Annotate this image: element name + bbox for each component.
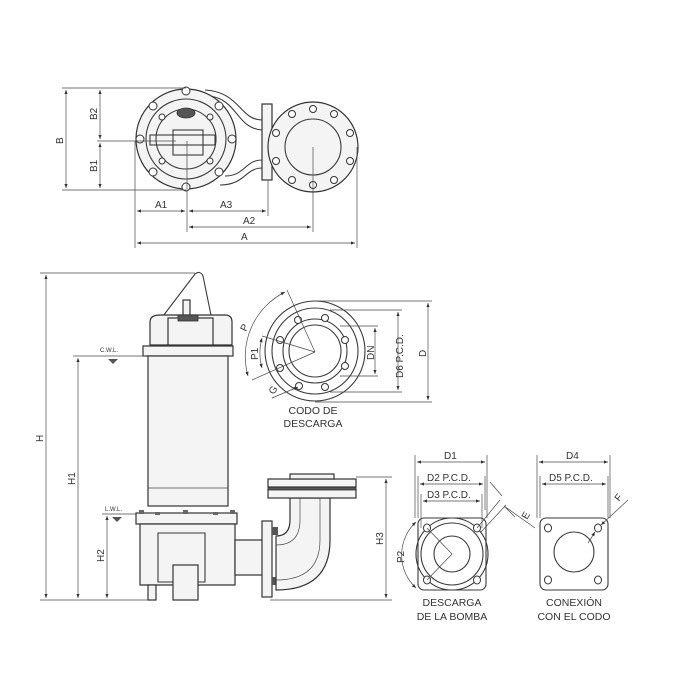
water-level-icon	[108, 359, 118, 364]
dim-label-a: A	[241, 232, 248, 243]
motor-housing	[147, 355, 229, 507]
dim-label-p: P	[239, 322, 252, 333]
dim-label-p1: P1	[250, 347, 261, 360]
dim-label-d1: D1	[444, 451, 457, 462]
descarga-bomba-view: D1 D2 P.C.D. D3 P.C.D. E P2 DESCARGA DE …	[396, 451, 536, 623]
motor-top-flange	[142, 345, 234, 357]
caption-conexion-line1: CONEXIÓN	[546, 596, 602, 609]
dim-label-h2: H2	[96, 549, 107, 562]
water-level-icon	[112, 517, 122, 522]
caption-conexion-line2: CON EL CODO	[537, 611, 610, 623]
dim-label-b1: B1	[89, 159, 100, 172]
dim-label-e: E	[520, 510, 533, 522]
caption-bomba-line1: DESCARGA	[423, 597, 482, 609]
dim-label-d3: D3 P.C.D.	[427, 490, 471, 501]
dim-label-f: F	[613, 492, 625, 504]
codo-de-descarga-view: P P1 G DN D6 P.C.D. D CODO DE DESCARGA	[239, 289, 432, 430]
discharge-flange-side	[261, 520, 273, 598]
dim-label-p2: P2	[396, 550, 407, 563]
bolt-holes	[135, 86, 237, 192]
dim-label-d6: D6 P.C.D.	[395, 334, 406, 378]
base-flange	[135, 512, 238, 525]
discharge-elbow	[275, 497, 331, 591]
caption-bomba-line2: DE LA BOMBA	[417, 611, 488, 623]
dim-label-h: H	[35, 435, 46, 442]
caption-codo-line1: CODO DE	[288, 405, 337, 417]
dim-label-h3: H3	[375, 532, 386, 545]
dim-label-d4: D4	[566, 451, 579, 462]
dim-label-d: D	[418, 350, 429, 357]
dim-label-a3: A3	[220, 200, 233, 211]
dim-label-a2: A2	[243, 216, 256, 227]
lifting-handle	[159, 271, 213, 321]
top-view: B B2 B1 A1 A3 A2 A	[55, 86, 359, 248]
lwl-label: L.W.L.	[105, 507, 122, 513]
dim-label-h1: H1	[67, 472, 78, 485]
dim-label-a1: A1	[155, 200, 168, 211]
dim-label-d5: D5 P.C.D.	[549, 473, 593, 484]
dim-label-dn: DN	[366, 346, 377, 360]
volute-casing	[139, 523, 236, 586]
cwl-label: C.W.L.	[100, 348, 118, 354]
side-view: C.W.L. L.W.L. H H1 H2 H3	[35, 271, 392, 601]
dim-label-b2: B2	[89, 107, 100, 120]
dim-label-d2: D2 P.C.D.	[427, 473, 471, 484]
dim-label-b: B	[55, 137, 66, 144]
conexion-codo-view: D4 D5 P.C.D. F CONEXIÓN CON EL CODO	[536, 451, 629, 623]
caption-codo-line2: DESCARGA	[284, 418, 343, 430]
